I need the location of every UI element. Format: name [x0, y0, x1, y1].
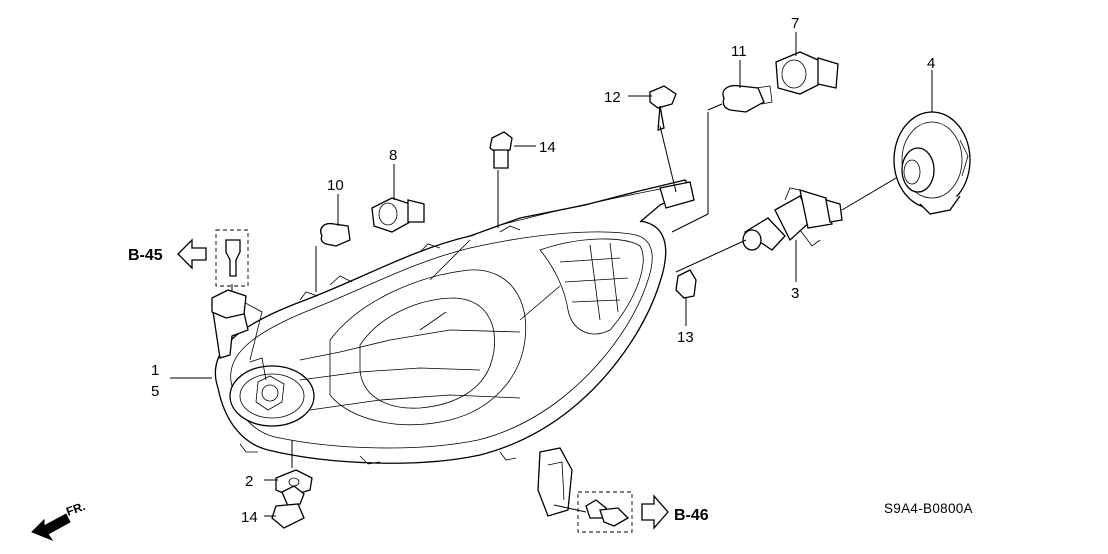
callout-13: 13 — [677, 329, 694, 346]
callout-14-bottom: 14 — [241, 509, 258, 526]
callout-2: 2 — [245, 473, 253, 490]
callout-12: 12 — [604, 89, 621, 106]
ref-b45: B-45 — [128, 247, 163, 264]
b45-arrow-icon — [177, 238, 207, 270]
bolt-part-14-top — [489, 131, 513, 169]
wedge-bulb-part-11 — [722, 84, 773, 113]
screw-part-12 — [649, 85, 677, 131]
b46-arrow-icon — [641, 494, 669, 530]
callout-3: 3 — [791, 285, 799, 302]
callout-7: 7 — [791, 15, 799, 32]
callout-14-top: 14 — [539, 139, 556, 156]
front-label: FR. — [64, 499, 87, 519]
leader-lines — [170, 32, 933, 517]
nut-part-2 — [275, 469, 313, 497]
dust-cover-part — [893, 111, 971, 215]
diagram-code: S9A4-B0800A — [884, 501, 973, 516]
callout-1: 1 — [151, 362, 159, 379]
bolt-part-14-bottom — [271, 485, 305, 529]
callout-4: 4 — [927, 55, 935, 72]
callout-10: 10 — [327, 177, 344, 194]
callout-8: 8 — [389, 147, 397, 164]
clip-part-13 — [675, 269, 697, 299]
socket-part-8 — [371, 197, 425, 233]
b45-detail — [211, 229, 249, 319]
front-arrow-icon — [31, 513, 71, 542]
callout-5: 5 — [151, 383, 159, 400]
socket-part-7 — [775, 51, 839, 95]
ref-b46: B-46 — [674, 507, 709, 524]
b46-detail — [577, 491, 633, 533]
callout-11: 11 — [731, 43, 747, 60]
halogen-bulb-part — [742, 187, 843, 251]
headlight-assembly — [211, 179, 695, 517]
small-bulb-part-10 — [320, 222, 351, 247]
